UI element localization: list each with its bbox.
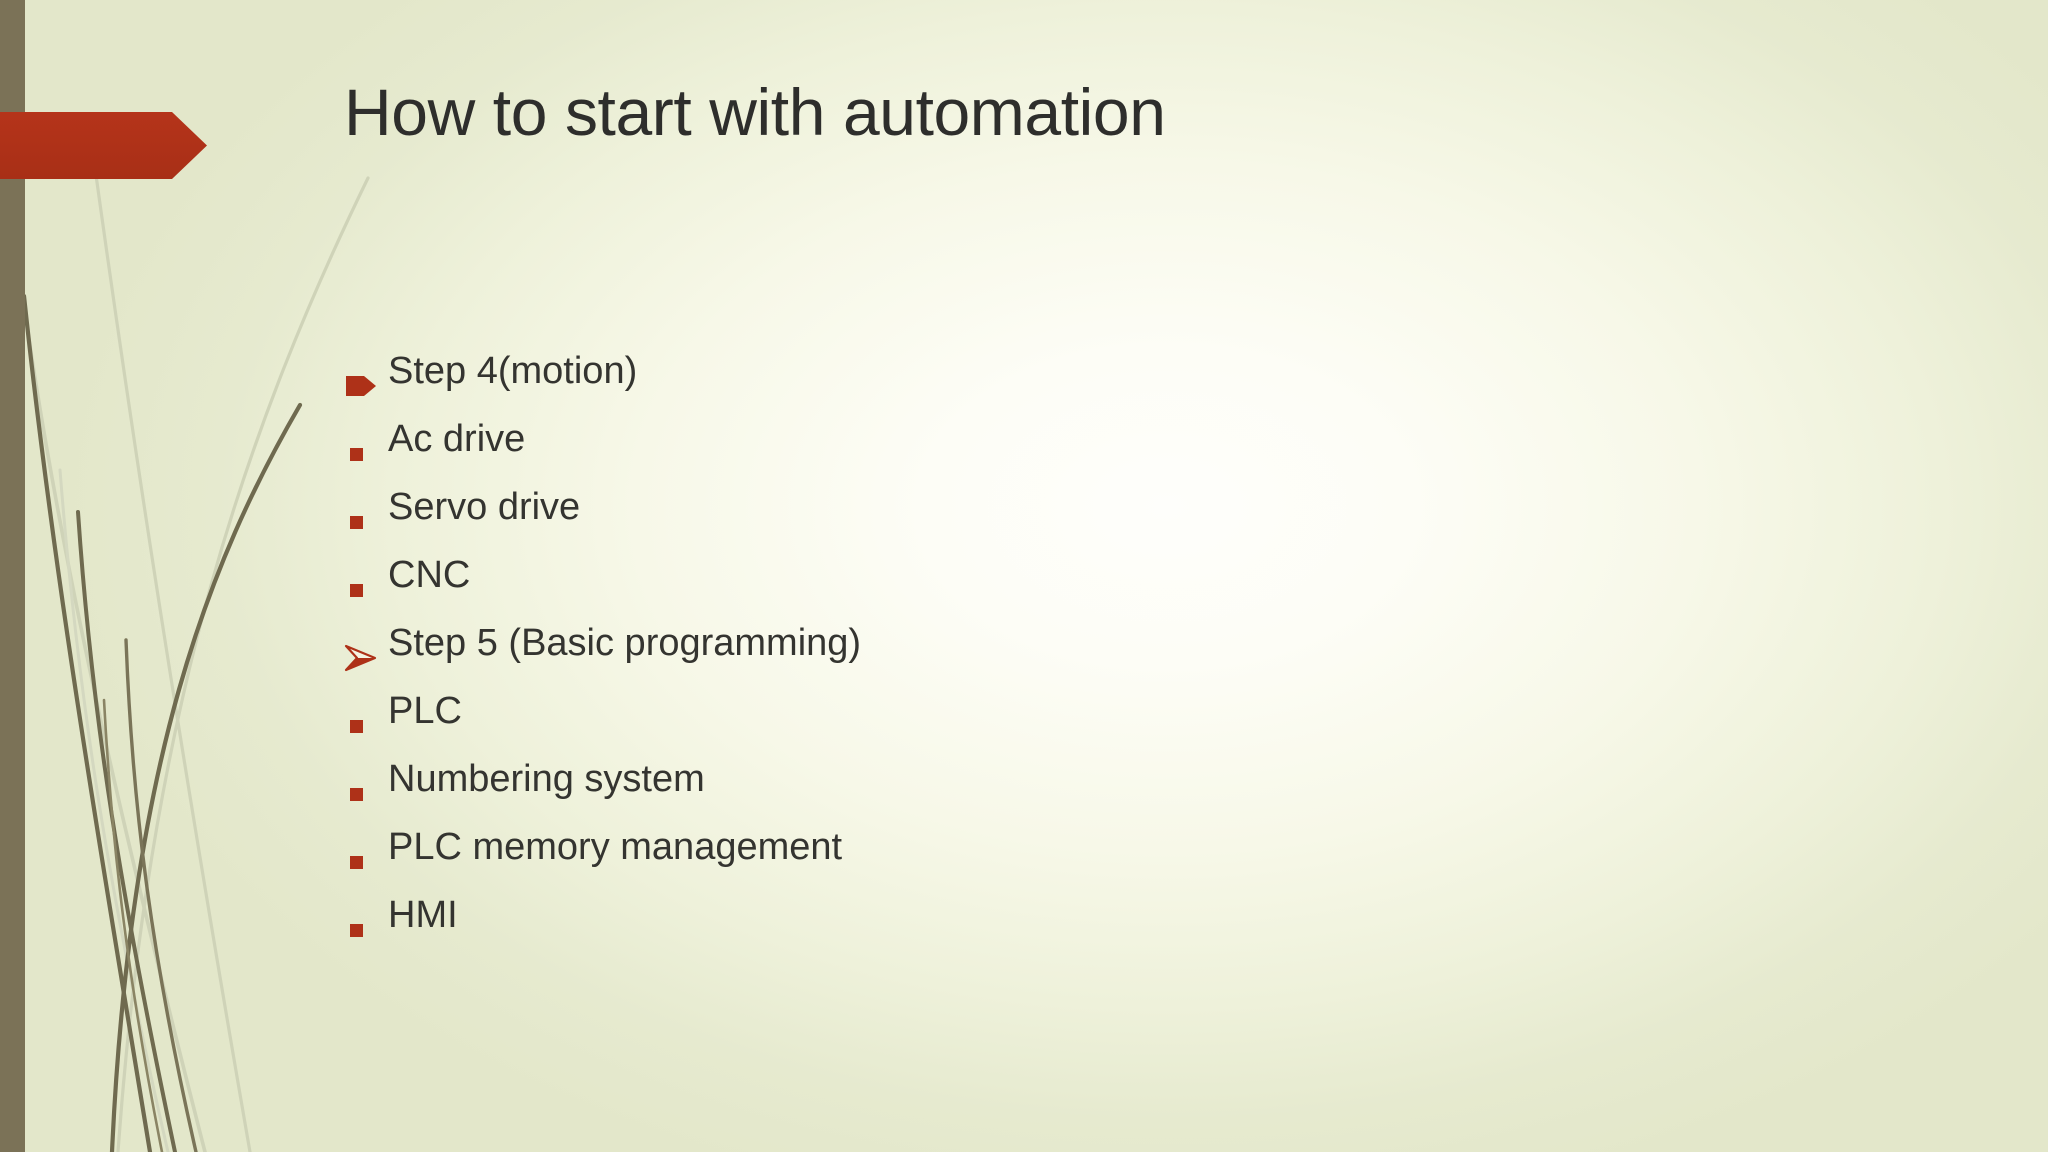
list-item-label: Step 4(motion) — [388, 350, 638, 392]
red-banner-accent — [0, 112, 207, 179]
list-item: Step 5 (Basic programming) — [344, 624, 1644, 692]
list-item-label: PLC — [388, 690, 462, 732]
square-bullet-icon — [344, 896, 388, 964]
list-item: PLC — [344, 692, 1644, 760]
arrow-open-icon — [344, 624, 388, 692]
square-bullet-icon — [344, 488, 388, 556]
slide-title: How to start with automation — [344, 75, 1166, 149]
bullet-list: Step 4(motion) Ac drive Servo drive CNC … — [344, 352, 1644, 964]
list-item-label: PLC memory management — [388, 826, 843, 868]
square-bullet-icon — [344, 692, 388, 760]
arrow-solid-icon — [344, 352, 388, 420]
list-item-label: Ac drive — [388, 418, 526, 460]
list-item-label: HMI — [388, 894, 458, 936]
list-item-label: Servo drive — [388, 486, 581, 528]
square-bullet-icon — [344, 556, 388, 624]
list-item: Numbering system — [344, 760, 1644, 828]
list-item: Ac drive — [344, 420, 1644, 488]
list-item: CNC — [344, 556, 1644, 624]
list-item-label: Step 5 (Basic programming) — [388, 622, 862, 664]
square-bullet-icon — [344, 420, 388, 488]
list-item-label: Numbering system — [388, 758, 705, 800]
list-item: PLC memory management — [344, 828, 1644, 896]
list-item: Step 4(motion) — [344, 352, 1644, 420]
list-item: Servo drive — [344, 488, 1644, 556]
left-accent-strip — [0, 0, 25, 1152]
list-item-label: CNC — [388, 554, 471, 596]
banner-shape — [0, 112, 207, 179]
list-item: HMI — [344, 896, 1644, 964]
square-bullet-icon — [344, 828, 388, 896]
square-bullet-icon — [344, 760, 388, 828]
